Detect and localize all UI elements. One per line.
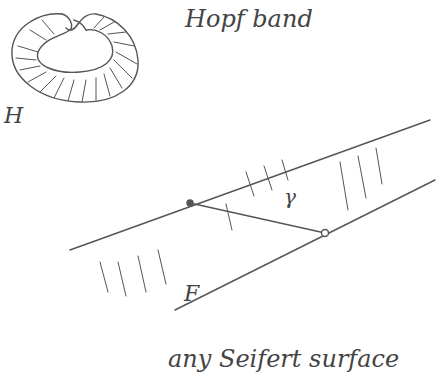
band-hatching <box>16 17 137 102</box>
arc-endpoint <box>322 230 329 237</box>
arc-segment <box>190 203 325 233</box>
surface-hatching <box>100 148 382 296</box>
arc-endpoint <box>187 200 193 206</box>
surface-edge <box>175 180 435 310</box>
caption-note: any Seifert surface <box>168 346 399 372</box>
band-twist <box>66 20 86 30</box>
band-title: Hopf band <box>185 6 313 32</box>
band-outer-edge <box>12 14 138 102</box>
band-letter: H <box>4 104 23 128</box>
arc-letter: γ <box>284 186 296 208</box>
band-inner-edge <box>38 14 113 72</box>
surface-letter: F <box>184 282 199 306</box>
surface-edge <box>70 120 430 250</box>
